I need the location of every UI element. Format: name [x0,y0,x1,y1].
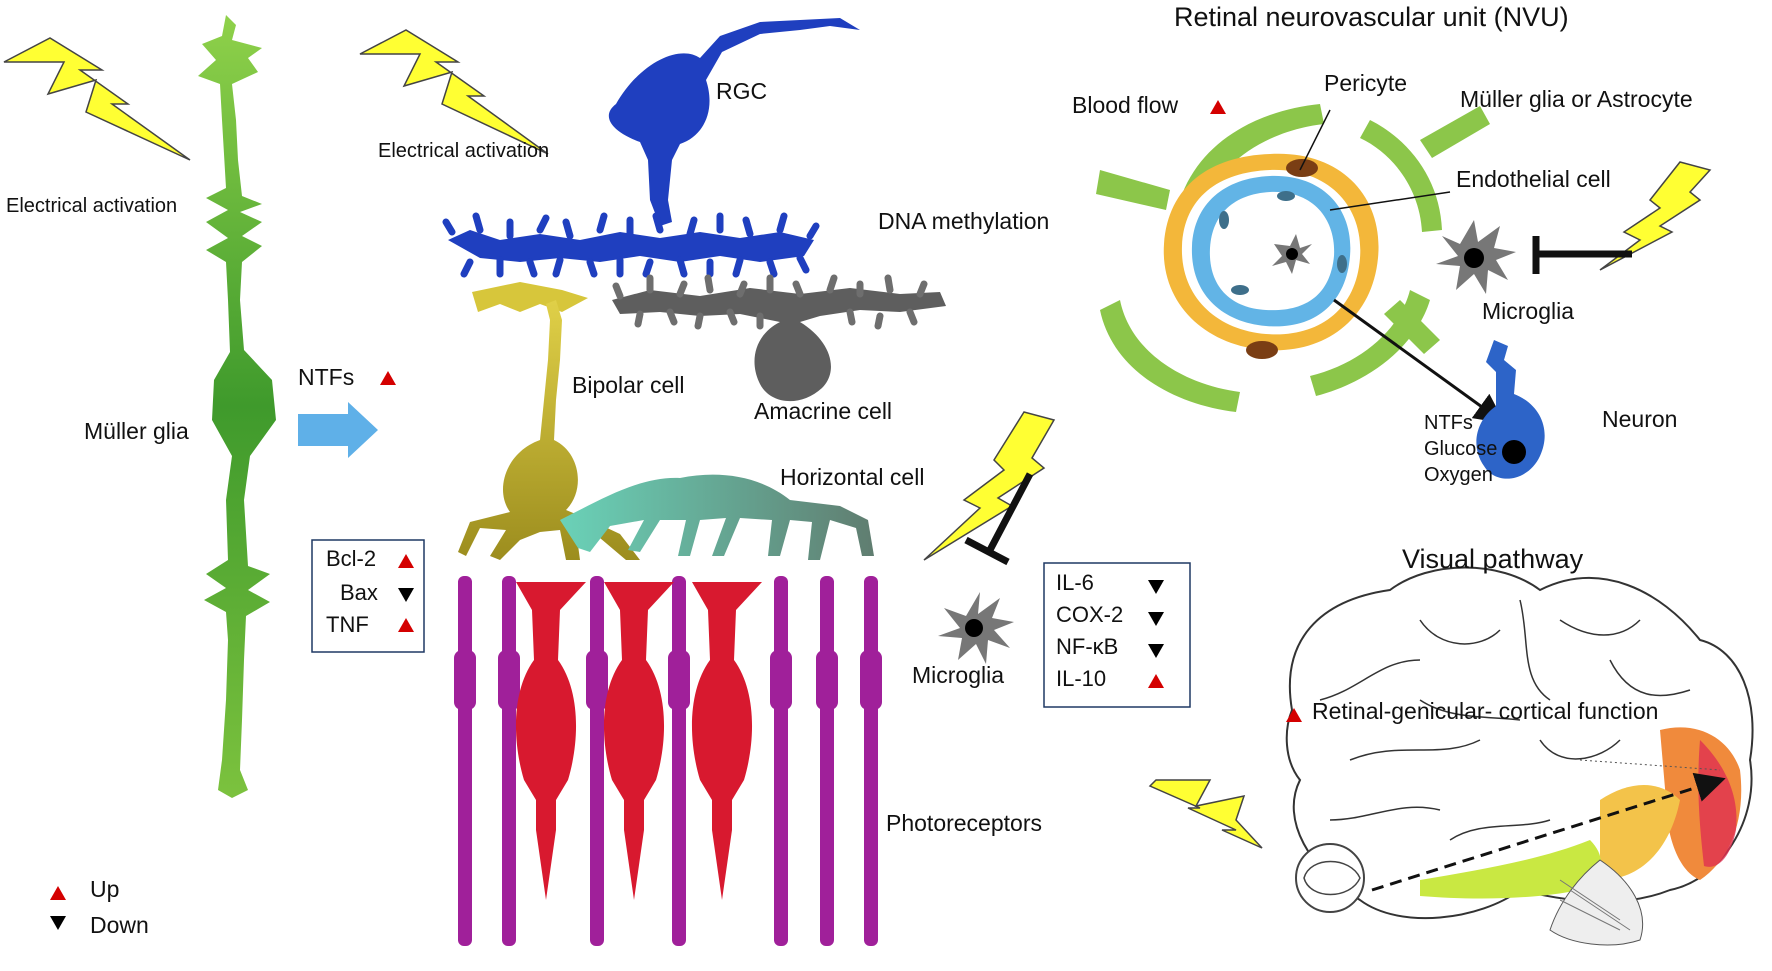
muller-or-astrocyte-label: Müller glia or Astrocyte [1460,86,1693,112]
microglia-label: Microglia [912,662,1005,688]
microglia-retina-cell [938,592,1014,664]
microglia-label: Microglia [1482,298,1575,324]
electrical-activation-label: Electrical activation [378,140,550,162]
brain-illustration [1285,566,1754,946]
oxygen-label: Oxygen [1424,464,1493,486]
down-indicator [1148,580,1164,594]
rod-cell [498,576,520,946]
legend-up-label: Up [90,876,120,902]
down-indicator [398,588,414,602]
marker-name: Bcl-2 [326,546,377,571]
lightning-bolt-icon [923,411,1056,561]
nvu-title: Retinal neurovascular unit (NVU) [1174,2,1569,32]
muller-glia-cell [198,15,276,798]
lightning-bolt-icon [1599,161,1712,271]
microglia-nvu-cell [1436,220,1516,294]
cone-cell [603,582,674,900]
inhibition-line [1532,236,1632,274]
marker-name: IL-6 [1056,570,1094,595]
lightning-bolt-icon [359,29,549,155]
bipolar-cell-label: Bipolar cell [572,372,685,398]
legend-down-label: Down [90,912,149,938]
electrical-activation-label: Electrical activation [6,195,178,217]
down-indicator [1148,644,1164,658]
up-indicator [398,554,414,568]
rod-cell [668,576,690,946]
photoreceptors-label: Photoreceptors [886,810,1042,836]
rgc-cell [442,18,860,278]
blood-flow-label: Blood flow [1072,92,1179,118]
horizontal-cell [560,474,874,560]
glucose-label: Glucose [1424,438,1498,460]
up-indicator [1148,674,1164,688]
ntfs-label: NTFs [1424,412,1473,434]
muller-glia-label: Müller glia [84,418,189,444]
ntf-release-arrow [298,402,378,458]
neuron-label: Neuron [1602,406,1678,432]
nvu-diagram [1096,104,1490,412]
pericyte-label: Pericyte [1324,70,1408,96]
neuron-cell [1476,340,1545,479]
inhibition-line [964,472,1034,566]
lightning-bolt-icon [1148,779,1263,849]
cone-cell [691,582,762,900]
astrocyte-endfeet [1096,104,1490,412]
cytokine-marker-box [1043,562,1191,708]
legend-down-icon [50,916,66,930]
up-indicator [1210,100,1226,114]
rgc-label: RGC [716,78,768,104]
horizontal-cell-label: Horizontal cell [780,464,925,490]
up-indicator [398,618,414,632]
marker-name: Bax [340,580,378,605]
marker-name: IL-10 [1056,666,1107,691]
down-indicator [1148,612,1164,626]
rod-cell [586,576,608,946]
photoreceptors [454,576,882,946]
up-indicator [1286,708,1302,722]
nvu-to-neuron-arrow [1333,298,1505,424]
bipolar-cell [458,282,640,560]
marker-name: TNF [326,612,369,637]
lightning-bolt-icon [3,37,191,161]
amacrine-cell-label: Amacrine cell [754,398,893,424]
rod-cell [454,576,476,946]
pointer-line [1299,109,1451,211]
visual-pathway-title: Visual pathway [1402,544,1584,574]
retinal-genicular-label: Retinal-genicular- cortical function [1312,698,1659,724]
marker-name: NF-κB [1056,634,1119,659]
legend-up-icon [50,886,66,900]
rod-cell [816,576,838,946]
marker-name: COX-2 [1056,602,1124,627]
ntfs-label: NTFs [298,364,355,390]
dna-methylation-label: DNA methylation [878,208,1050,234]
up-indicator [380,371,396,385]
endothelial-cell-label: Endothelial cell [1456,166,1611,192]
amacrine-cell [612,274,946,402]
rod-cell [770,576,792,946]
rod-cell [860,576,882,946]
cone-cell [515,582,586,900]
